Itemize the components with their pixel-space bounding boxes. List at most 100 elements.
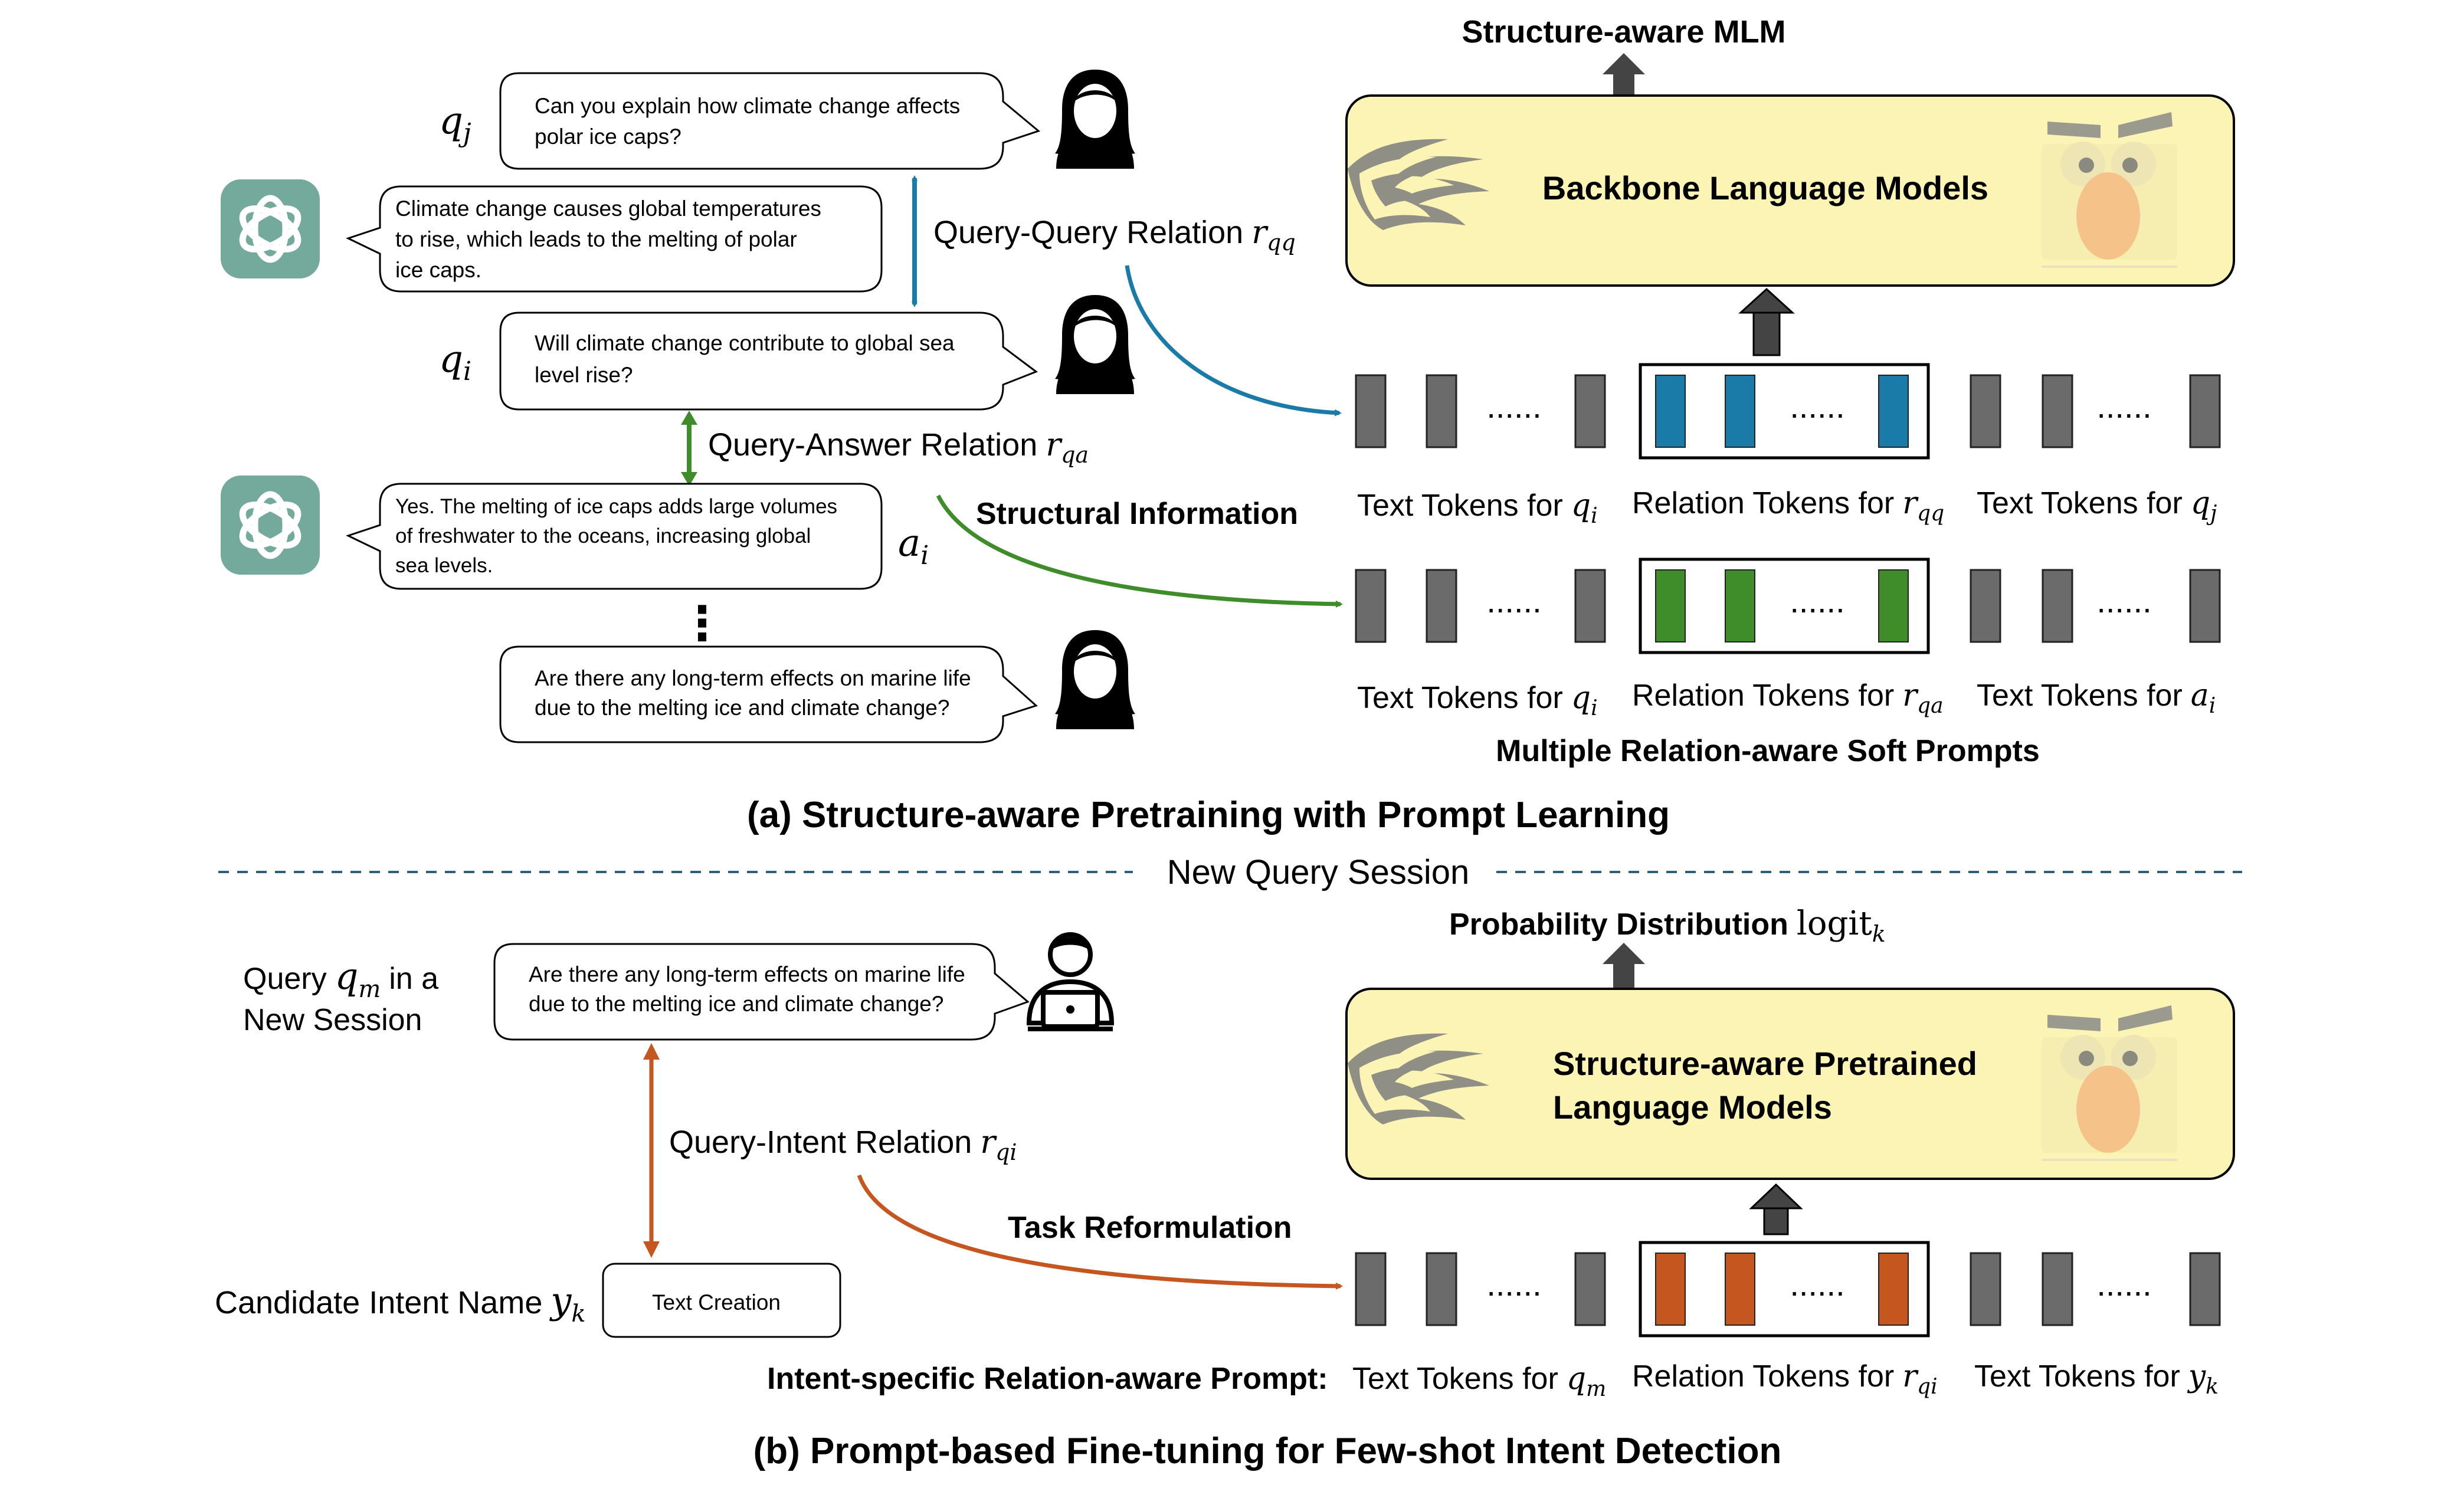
row1-text-token-0 (1355, 374, 1387, 448)
row1-relation-token-0 (1655, 375, 1686, 448)
row2-text-token-0 (1355, 569, 1387, 643)
row2-relation-token-0 (1655, 569, 1686, 642)
tokens-to-model-arrow-b (1749, 1183, 1803, 1235)
bubble-new-query: Are there any long-term effects on marin… (493, 943, 1030, 1041)
token-row-qq: .................. (1355, 363, 2221, 460)
row2-text-token-2 (1574, 569, 1606, 643)
token-row-qa: .................. (1355, 558, 2221, 654)
part-a-caption: (a) Structure-aware Pretraining with Pro… (747, 795, 1670, 835)
user-silhouette-icon (1055, 70, 1135, 169)
vertical-ellipsis: ⋮ (679, 597, 726, 650)
svg-text:to rise, which leads to the me: to rise, which leads to the melting of p… (395, 227, 797, 251)
pretrained-model-box: Structure-aware Pretrained Language Mode… (1345, 988, 2235, 1180)
row3-token-ellipsis-2: ...... (2096, 1266, 2151, 1303)
svg-text:Are there any long-term effect: Are there any long-term effects on marin… (529, 962, 965, 986)
qa-arrow-head-bottom (681, 472, 697, 486)
row3-relation-token-2 (1878, 1253, 1909, 1326)
row1-token-ellipsis-0: ...... (1486, 388, 1541, 425)
user-silhouette-icon (1055, 630, 1135, 729)
row1-text-token-1 (1426, 374, 1457, 448)
row1-text-token-2 (1574, 374, 1606, 448)
row2-token-ellipsis-0: ...... (1486, 582, 1541, 619)
svg-text:ice caps.: ice caps. (395, 258, 481, 282)
part-a-output-label: Structure-aware MLM (1462, 14, 1785, 50)
row2-relation-token-2 (1878, 569, 1909, 642)
soft-prompts-label: Multiple Relation-aware Soft Prompts (1496, 734, 2040, 768)
row3-relation-token-1 (1725, 1253, 1755, 1326)
row1-token-ellipsis-2: ...... (2096, 388, 2151, 425)
svg-text:Are there any long-term effect: Are there any long-term effects on marin… (535, 666, 971, 690)
qi-arrow-head-top (643, 1043, 660, 1060)
svg-text:Climate change causes global t: Climate change causes global temperature… (395, 196, 821, 221)
task-reformulation-label: Task Reformulation (1008, 1211, 1292, 1245)
var-qj: qj (439, 99, 471, 148)
query-session-label-line2: New Session (243, 1003, 422, 1037)
row2-token-ellipsis-1: ...... (1790, 582, 1844, 619)
svg-text:sea levels.: sea levels. (395, 554, 493, 577)
row3-text-token-0 (1355, 1252, 1387, 1326)
row3-token-ellipsis-0: ...... (1486, 1266, 1541, 1303)
row2-text-token-3 (1970, 569, 2001, 643)
var-ai: ai (898, 522, 929, 571)
tokens-to-model-arrow-a (1738, 287, 1795, 356)
token-row-qi: .................. (1355, 1241, 2221, 1337)
part-b-output-arrow (1603, 943, 1645, 988)
bubble-query-qi: Will climate change contribute to global… (499, 312, 1038, 411)
pretrained-model-label-line2: Language Models (1553, 1089, 1832, 1126)
part-a-output-arrow (1603, 53, 1645, 98)
user-laptop-icon (1028, 935, 1113, 1029)
var-qi: qi (439, 337, 471, 386)
structural-info-label: Structural Information (976, 497, 1298, 531)
row3-text-token-5 (2189, 1252, 2221, 1326)
row3-token-ellipsis-1: ...... (1790, 1266, 1844, 1303)
row3-text-token-3 (1970, 1252, 2001, 1326)
svg-text:of freshwater to the oceans, i: of freshwater to the oceans, increasing … (395, 524, 811, 548)
row3-text-token-2 (1574, 1252, 1606, 1326)
bubble-answer-ai: Yes. The melting of ice caps adds large … (346, 483, 883, 590)
chatgpt-logo-icon (221, 179, 320, 278)
row2-token-ellipsis-2: ...... (2096, 582, 2151, 619)
qa-arrow-head-top (681, 411, 697, 425)
row1-text-token-3 (1970, 374, 2001, 448)
row2-text-token-5 (2189, 569, 2221, 643)
bubble-response-1: Climate change causes global temperature… (346, 185, 883, 293)
row2-text-token-1 (1426, 569, 1457, 643)
candidate-intent-box: Text Creation (602, 1263, 841, 1338)
row3-text-token-4 (2042, 1252, 2073, 1326)
row2-relation-token-1 (1725, 569, 1755, 642)
bubble-query-next: Are there any long-term effects on marin… (499, 645, 1038, 743)
row3-relation-token-0 (1655, 1253, 1686, 1326)
new-query-session-label: New Query Session (1167, 853, 1470, 891)
row1-text-token-5 (2189, 374, 2221, 448)
svg-text:polar ice caps?: polar ice caps? (535, 124, 681, 149)
row1-relation-token-1 (1725, 375, 1755, 448)
qq-relation-curve-arrow (1125, 265, 1342, 417)
backbone-model-label: Backbone Language Models (1542, 169, 1988, 206)
svg-text:Will climate change contribute: Will climate change contribute to global… (535, 331, 955, 355)
qi-arrow-head-bottom (643, 1241, 660, 1258)
bubble-query-qj: Can you explain how climate change affec… (499, 72, 1041, 170)
svg-text:Can you explain how climate ch: Can you explain how climate change affec… (535, 94, 960, 118)
svg-text:due to the melting ice and cli: due to the melting ice and climate chang… (529, 992, 943, 1016)
pretrained-model-label-line1: Structure-aware Pretrained (1553, 1045, 1977, 1082)
task-reformulation-curve-arrow (857, 1174, 1343, 1290)
chatgpt-logo-icon (221, 476, 320, 575)
row1-relation-token-2 (1878, 375, 1909, 448)
